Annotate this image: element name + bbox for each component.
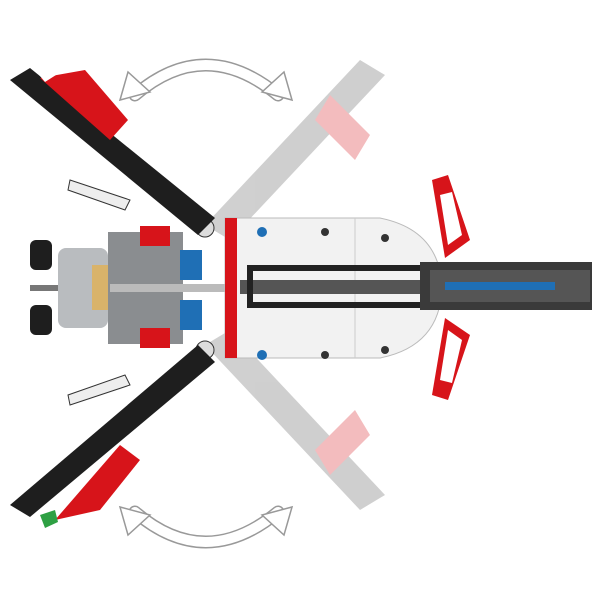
ghost-rotor-blades: [205, 60, 385, 510]
rotor-blade-upper: [10, 62, 215, 235]
rotate-arrow-bottom-icon: [118, 505, 294, 549]
rotor-blade-lower: [10, 345, 215, 528]
rotate-arrow-top-icon: [118, 58, 294, 102]
tail-section: [420, 175, 592, 400]
